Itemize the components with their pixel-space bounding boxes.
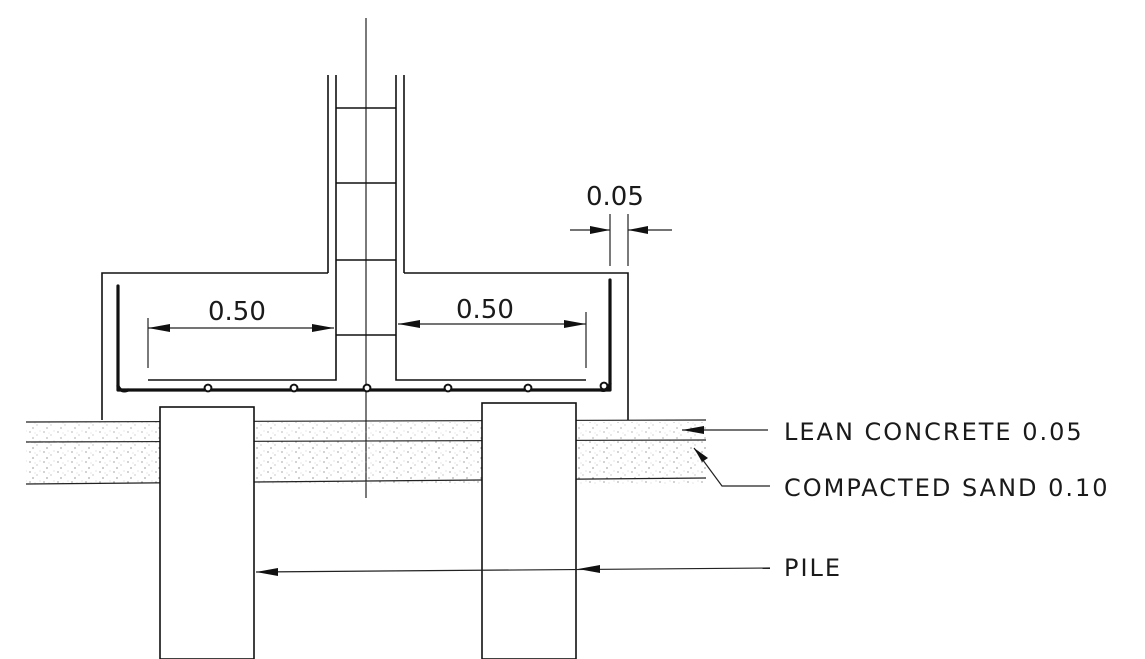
dimension-cover: 0.05 — [570, 182, 672, 266]
footing-outline — [101, 272, 328, 420]
leader-lean-concrete: LEAN CONCRETE 0.05 — [682, 418, 1084, 446]
dimension-left: 0.50 — [147, 297, 334, 368]
pile-left — [159, 406, 255, 659]
label-pile: PILE — [784, 554, 842, 582]
leader-compacted-sand: COMPACTED SAND 0.10 — [693, 447, 1110, 502]
compacted-sand-layer — [25, 442, 707, 485]
label-lean-concrete: LEAN CONCRETE 0.05 — [784, 418, 1084, 446]
lean-concrete-layer — [25, 419, 707, 443]
column-ties — [336, 107, 396, 336]
pile-right — [481, 402, 577, 659]
rebar-dots — [203, 381, 609, 393]
dimension-right: 0.50 — [398, 295, 587, 368]
dimension-left-label: 0.50 — [208, 297, 266, 327]
dimension-right-label: 0.50 — [456, 295, 514, 325]
leader-pile: PILE — [255, 554, 842, 582]
label-compacted-sand: COMPACTED SAND 0.10 — [784, 474, 1110, 502]
dimension-cover-label: 0.05 — [586, 182, 644, 212]
